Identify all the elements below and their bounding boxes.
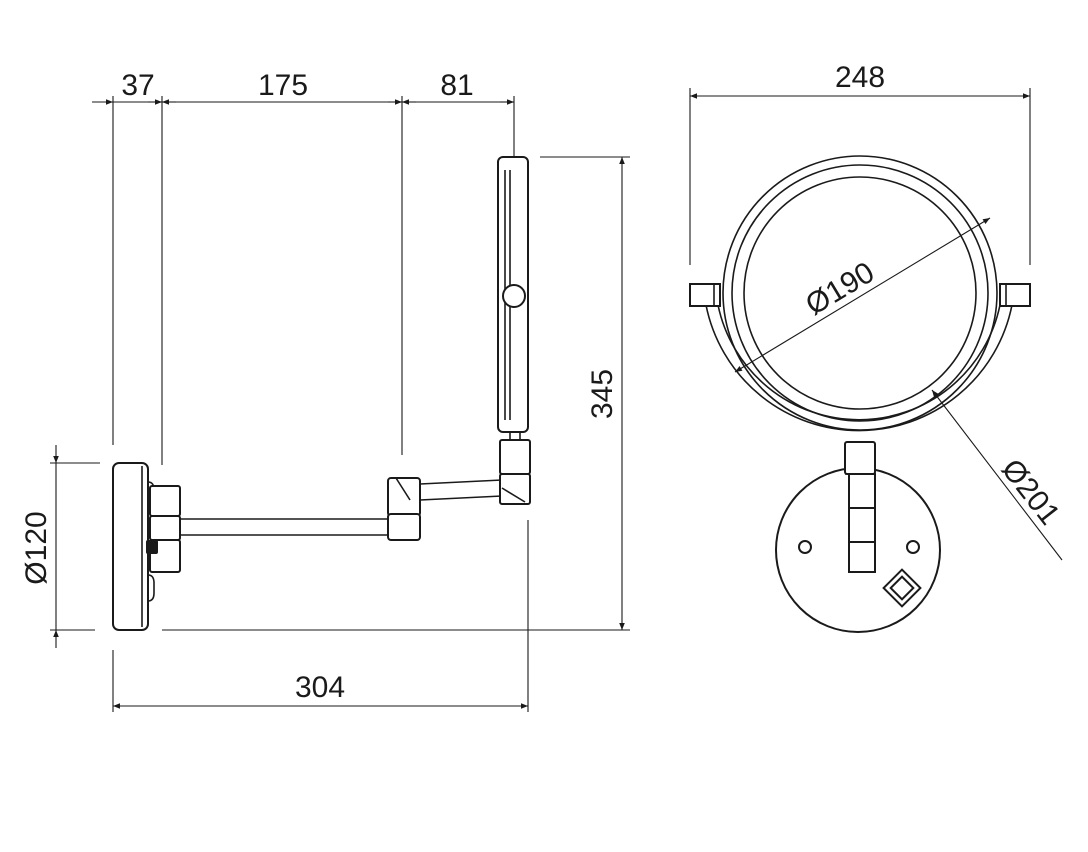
dim-label-345: 345 [586,369,619,419]
side-view: 37 175 81 345 Ø120 304 [20,69,630,712]
wall-hinge [146,485,181,573]
arm-long [180,518,390,536]
frame-outer-ring [722,155,998,431]
dim-label-304: 304 [295,671,345,704]
side-extension-lines [50,96,630,712]
dim-line-201 [931,389,1063,561]
mirror-hinge [499,439,531,505]
arm-short [419,479,503,501]
dim-line-190 [734,217,991,373]
screw-hole-right-icon [906,540,920,554]
dim-label-175: 175 [258,69,308,102]
dim-label-190: Ø190 [800,256,880,322]
dim-label-37: 37 [121,69,154,102]
screw-hole-left-icon [798,540,812,554]
front-view: 248 [689,61,1066,633]
front-stem [844,441,876,573]
dim-label-120: Ø120 [20,511,53,584]
dim-label-248: 248 [835,61,885,94]
dim-label-81: 81 [440,69,473,102]
screw-icon [146,540,158,554]
pivot-knob-icon [502,284,526,308]
middle-hinge [387,477,421,541]
switch-icon [882,568,922,608]
mirror-side [497,156,529,433]
